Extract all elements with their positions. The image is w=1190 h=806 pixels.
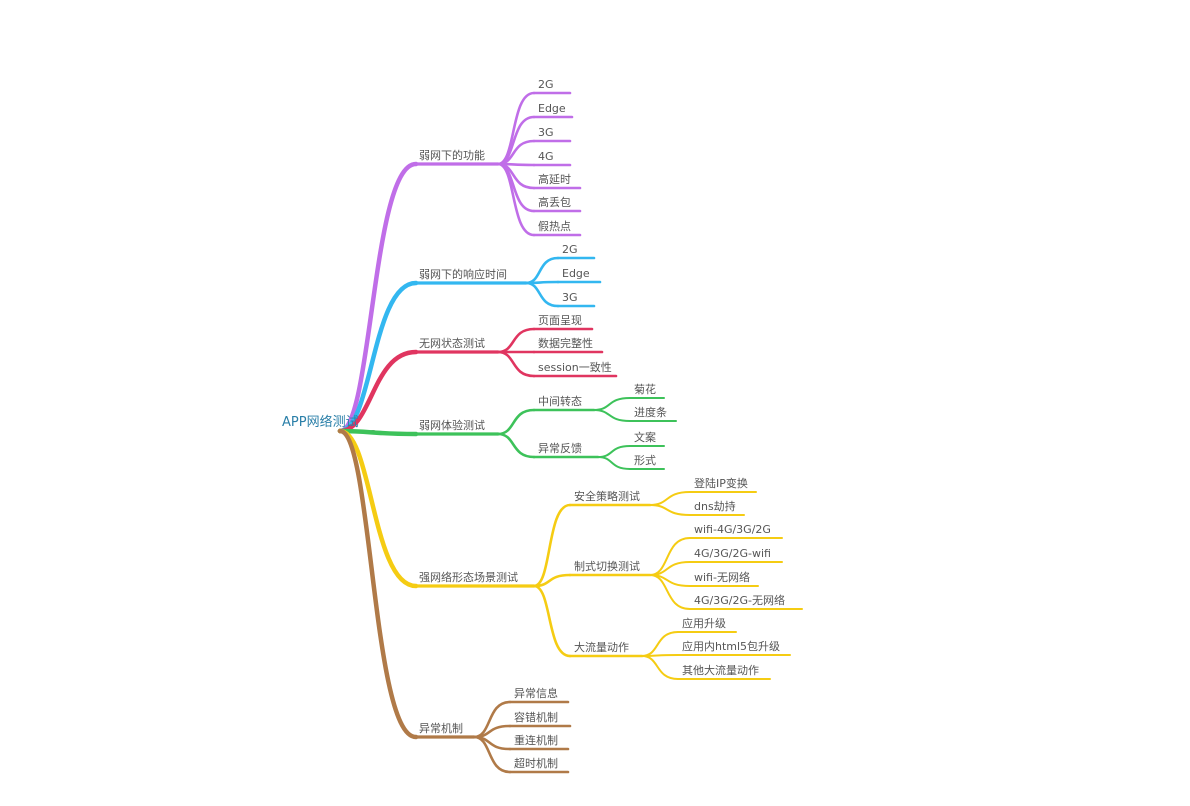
grandchild-edge-4-2-0 xyxy=(641,631,679,657)
child-label-1-1[interactable]: Edge xyxy=(562,267,590,280)
mindmap-edges xyxy=(337,91,803,774)
branch-label-2[interactable]: 无网状态测试 xyxy=(419,336,485,350)
child-label-0-2[interactable]: 3G xyxy=(538,126,554,139)
grandchild-label-4-0-1[interactable]: dns劫持 xyxy=(694,499,736,513)
child-edge-1-0 xyxy=(524,256,560,285)
child-edge-3-0 xyxy=(496,408,536,436)
grandchild-edge-3-0-0 xyxy=(593,397,631,411)
child-label-0-5[interactable]: 高丢包 xyxy=(538,195,571,209)
grandchild-label-3-0-0[interactable]: 菊花 xyxy=(634,383,656,396)
child-edge-4-0 xyxy=(532,503,572,588)
branch-label-5[interactable]: 异常机制 xyxy=(419,721,463,735)
grandchild-label-4-1-0[interactable]: wifi-4G/3G/2G xyxy=(694,523,771,536)
child-label-3-1[interactable]: 异常反馈 xyxy=(538,442,582,455)
child-label-4-1[interactable]: 制式切换测试 xyxy=(574,559,640,573)
child-edge-2-2 xyxy=(496,350,536,378)
child-label-1-2[interactable]: 3G xyxy=(562,291,578,304)
child-label-1-0[interactable]: 2G xyxy=(562,243,578,256)
mindmap-labels: APP网络测试 弱网下的功能 2G Edge 3G 4G 高延时高丢包假热点弱网下的响应时… xyxy=(282,78,785,770)
grandchild-label-4-1-1[interactable]: 4G/3G/2G-wifi xyxy=(694,547,771,560)
child-label-2-1[interactable]: 数据完整性 xyxy=(538,336,593,350)
branch-edge-2 xyxy=(337,349,419,434)
grandchild-edge-4-1-3 xyxy=(649,574,691,610)
child-label-3-0[interactable]: 中间转态 xyxy=(538,394,582,408)
branch-label-4[interactable]: 强网络形态场景测试 xyxy=(419,570,518,584)
branch-label-1[interactable]: 弱网下的响应时间 xyxy=(419,267,507,281)
child-label-5-3[interactable]: 超时机制 xyxy=(514,756,558,770)
child-label-5-0[interactable]: 异常信息 xyxy=(514,686,558,700)
grandchild-label-4-2-2[interactable]: 其他大流量动作 xyxy=(682,663,759,677)
grandchild-label-3-1-0[interactable]: 文案 xyxy=(634,430,656,444)
grandchild-edge-4-2-2 xyxy=(641,655,679,680)
child-edge-4-1 xyxy=(532,573,572,588)
child-label-2-0[interactable]: 页面呈现 xyxy=(538,314,582,327)
child-edge-0-6 xyxy=(496,162,536,237)
child-label-0-0[interactable]: 2G xyxy=(538,78,554,91)
branch-edge-5 xyxy=(337,428,419,740)
child-label-0-4[interactable]: 高延时 xyxy=(538,172,571,186)
branch-label-3[interactable]: 弱网体验测试 xyxy=(419,418,485,432)
child-label-2-2[interactable]: session一致性 xyxy=(538,360,612,374)
child-label-0-3[interactable]: 4G xyxy=(538,150,554,163)
grandchild-edge-3-0-1 xyxy=(593,409,631,422)
child-label-4-2[interactable]: 大流量动作 xyxy=(574,640,629,654)
child-label-4-0[interactable]: 安全策略测试 xyxy=(574,489,640,503)
grandchild-edge-3-1-0 xyxy=(597,445,631,458)
child-edge-2-0 xyxy=(496,327,536,354)
child-edge-1-2 xyxy=(524,281,560,308)
branch-edge-1 xyxy=(337,280,419,434)
grandchild-label-4-0-0[interactable]: 登陆IP变换 xyxy=(694,476,748,490)
branch-edge-4 xyxy=(337,428,419,589)
child-edge-5-1 xyxy=(472,724,512,739)
child-label-5-1[interactable]: 容错机制 xyxy=(514,710,558,724)
grandchild-label-3-1-1[interactable]: 形式 xyxy=(634,454,656,467)
child-label-5-2[interactable]: 重连机制 xyxy=(514,733,558,747)
child-edge-5-0 xyxy=(472,700,512,739)
grandchild-label-4-1-2[interactable]: wifi-无网络 xyxy=(694,570,750,584)
child-edge-4-2 xyxy=(532,584,572,658)
grandchild-label-4-1-3[interactable]: 4G/3G/2G-无网络 xyxy=(694,593,785,607)
grandchild-edge-3-1-1 xyxy=(597,456,631,470)
root-node-label[interactable]: APP网络测试 xyxy=(282,414,359,430)
grandchild-label-4-2-0[interactable]: 应用升级 xyxy=(682,616,726,630)
child-edge-3-1 xyxy=(496,432,536,459)
child-edge-5-3 xyxy=(472,735,512,774)
branch-edge-3 xyxy=(337,428,419,437)
child-edge-0-0 xyxy=(496,91,536,166)
grandchild-edge-4-0-0 xyxy=(649,491,691,506)
branch-label-0[interactable]: 弱网下的功能 xyxy=(419,148,485,162)
grandchild-edge-4-1-0 xyxy=(649,537,691,576)
grandchild-edge-4-0-1 xyxy=(649,504,691,516)
child-label-0-1[interactable]: Edge xyxy=(538,102,566,115)
child-label-0-6[interactable]: 假热点 xyxy=(538,219,571,233)
branch-edge-0 xyxy=(337,161,419,434)
grandchild-label-4-2-1[interactable]: 应用内html5包升级 xyxy=(682,639,780,653)
grandchild-label-3-0-1[interactable]: 进度条 xyxy=(634,405,667,419)
